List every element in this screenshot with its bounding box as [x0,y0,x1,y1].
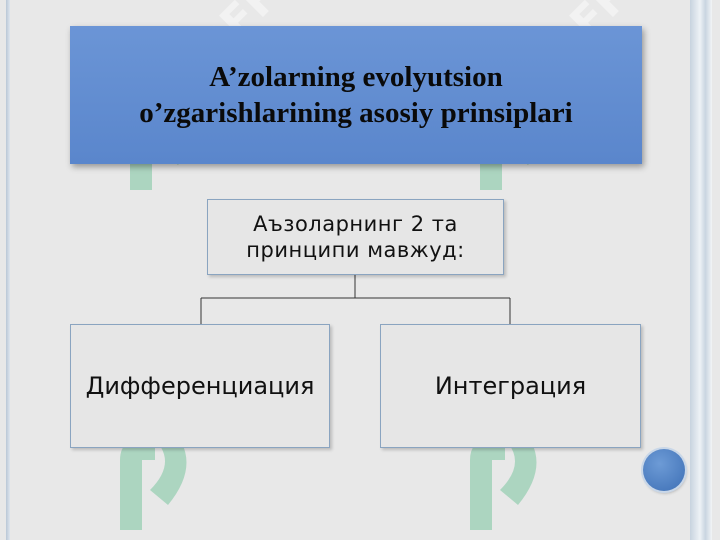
slide-title: A’zolarning evolyutsion o’zgarishlarinin… [139,61,573,129]
title-banner: A’zolarning evolyutsion o’zgarishlarinin… [70,26,642,164]
left-border [6,0,10,540]
decorative-circle [643,449,685,491]
root-node: Аъзоларнинг 2 та принципи мавжуд: [207,199,504,275]
child-node-integration: Интеграция [380,324,641,448]
child-node-differentiation: Дифференциация [70,324,330,448]
right-border [690,0,712,540]
